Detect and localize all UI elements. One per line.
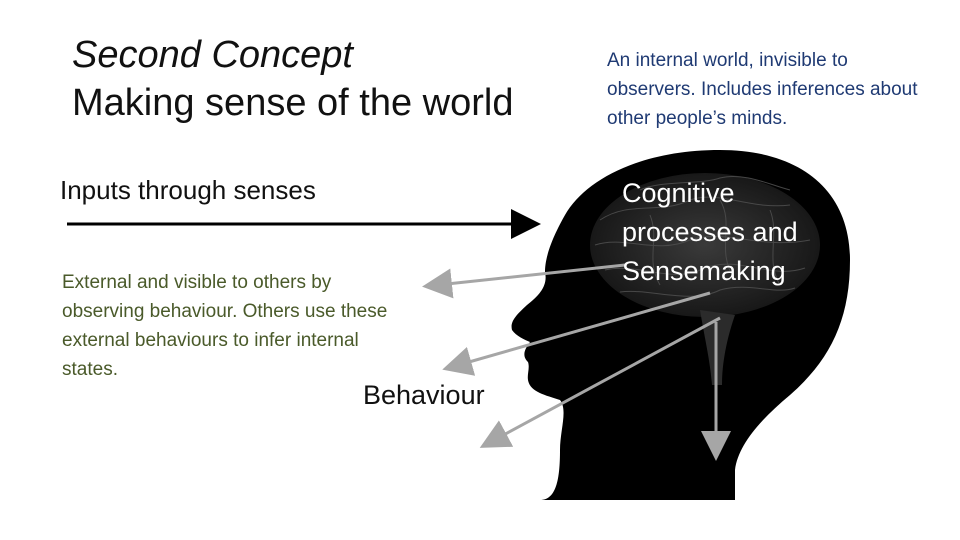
behaviour-arrow-upper — [442, 291, 711, 376]
brain-texture — [594, 176, 811, 297]
external-behaviour-note: External and visible to others by observ… — [62, 272, 388, 380]
page-title: Making sense of the world — [72, 82, 514, 124]
inputs-label: Inputs through senses — [60, 175, 316, 205]
brain-shape — [590, 173, 820, 317]
title-italic: Second Concept — [72, 34, 353, 76]
cognitive-processes-label: Cognitive processes and Sensemaking — [622, 178, 798, 286]
internal-world-note: An internal world, invisible to observer… — [607, 50, 918, 129]
external-arrow — [422, 263, 626, 299]
behaviour-label: Behaviour — [363, 380, 485, 410]
behaviour-arrow-lower — [479, 316, 721, 448]
